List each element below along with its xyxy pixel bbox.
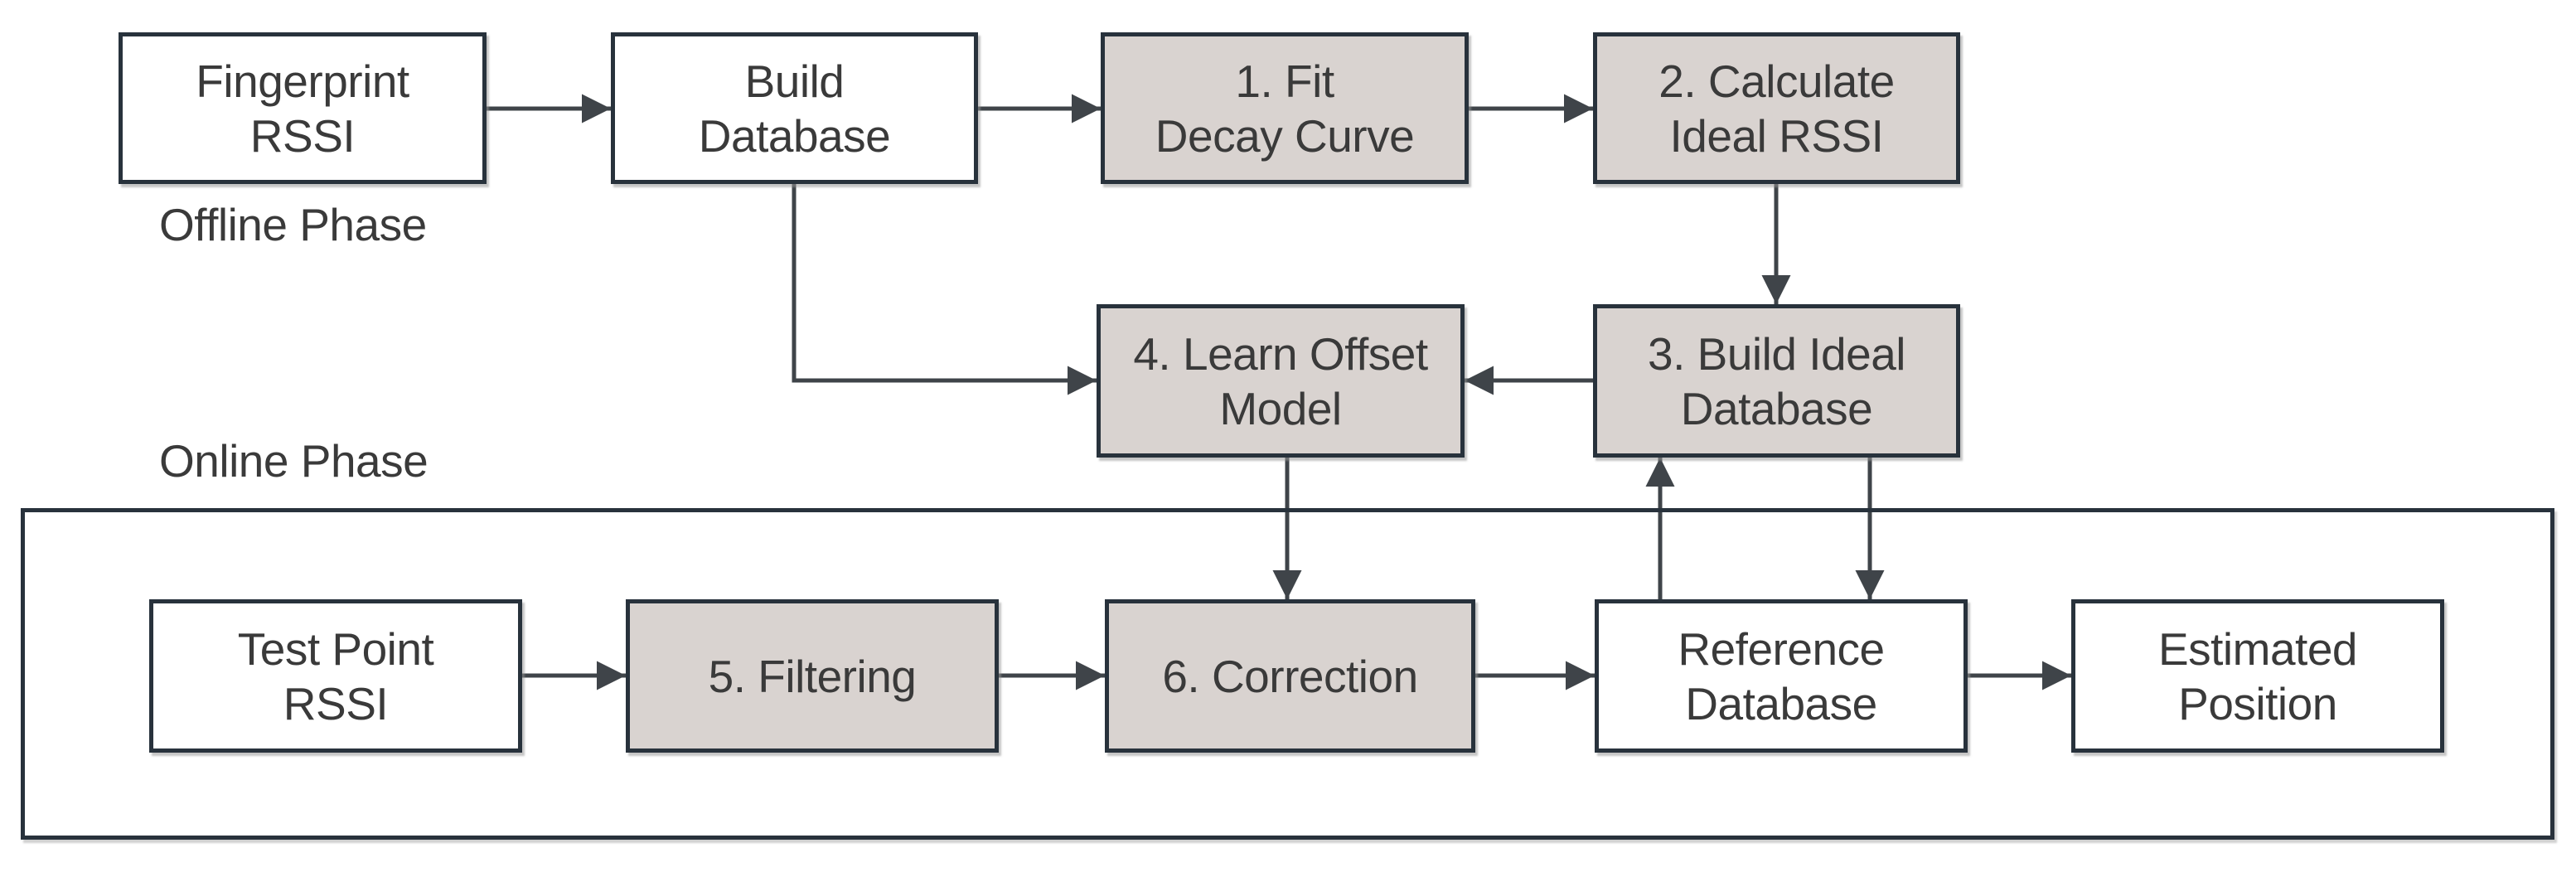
- node-build-ideal-database: 3. Build Ideal Database: [1593, 304, 1960, 458]
- online-phase-container: [21, 508, 2554, 840]
- node-reference-database: Reference Database: [1595, 599, 1968, 753]
- node-fit-decay-curve: 1. Fit Decay Curve: [1101, 32, 1469, 184]
- node-correction: 6. Correction: [1105, 599, 1475, 753]
- node-learn-offset-model: 4. Learn Offset Model: [1097, 304, 1465, 458]
- node-fingerprint-rssi: Fingerprint RSSI: [119, 32, 487, 184]
- node-filtering: 5. Filtering: [626, 599, 999, 753]
- node-calculate-ideal-rssi: 2. Calculate Ideal RSSI: [1593, 32, 1960, 184]
- node-test-point-rssi: Test Point RSSI: [149, 599, 522, 753]
- node-estimated-position: Estimated Position: [2071, 599, 2444, 753]
- offline-phase-label: Offline Phase: [159, 199, 427, 250]
- node-build-database: Build Database: [611, 32, 978, 184]
- online-phase-label: Online Phase: [159, 435, 429, 487]
- arrow-build-database-to-learn-offset: [792, 184, 1097, 395]
